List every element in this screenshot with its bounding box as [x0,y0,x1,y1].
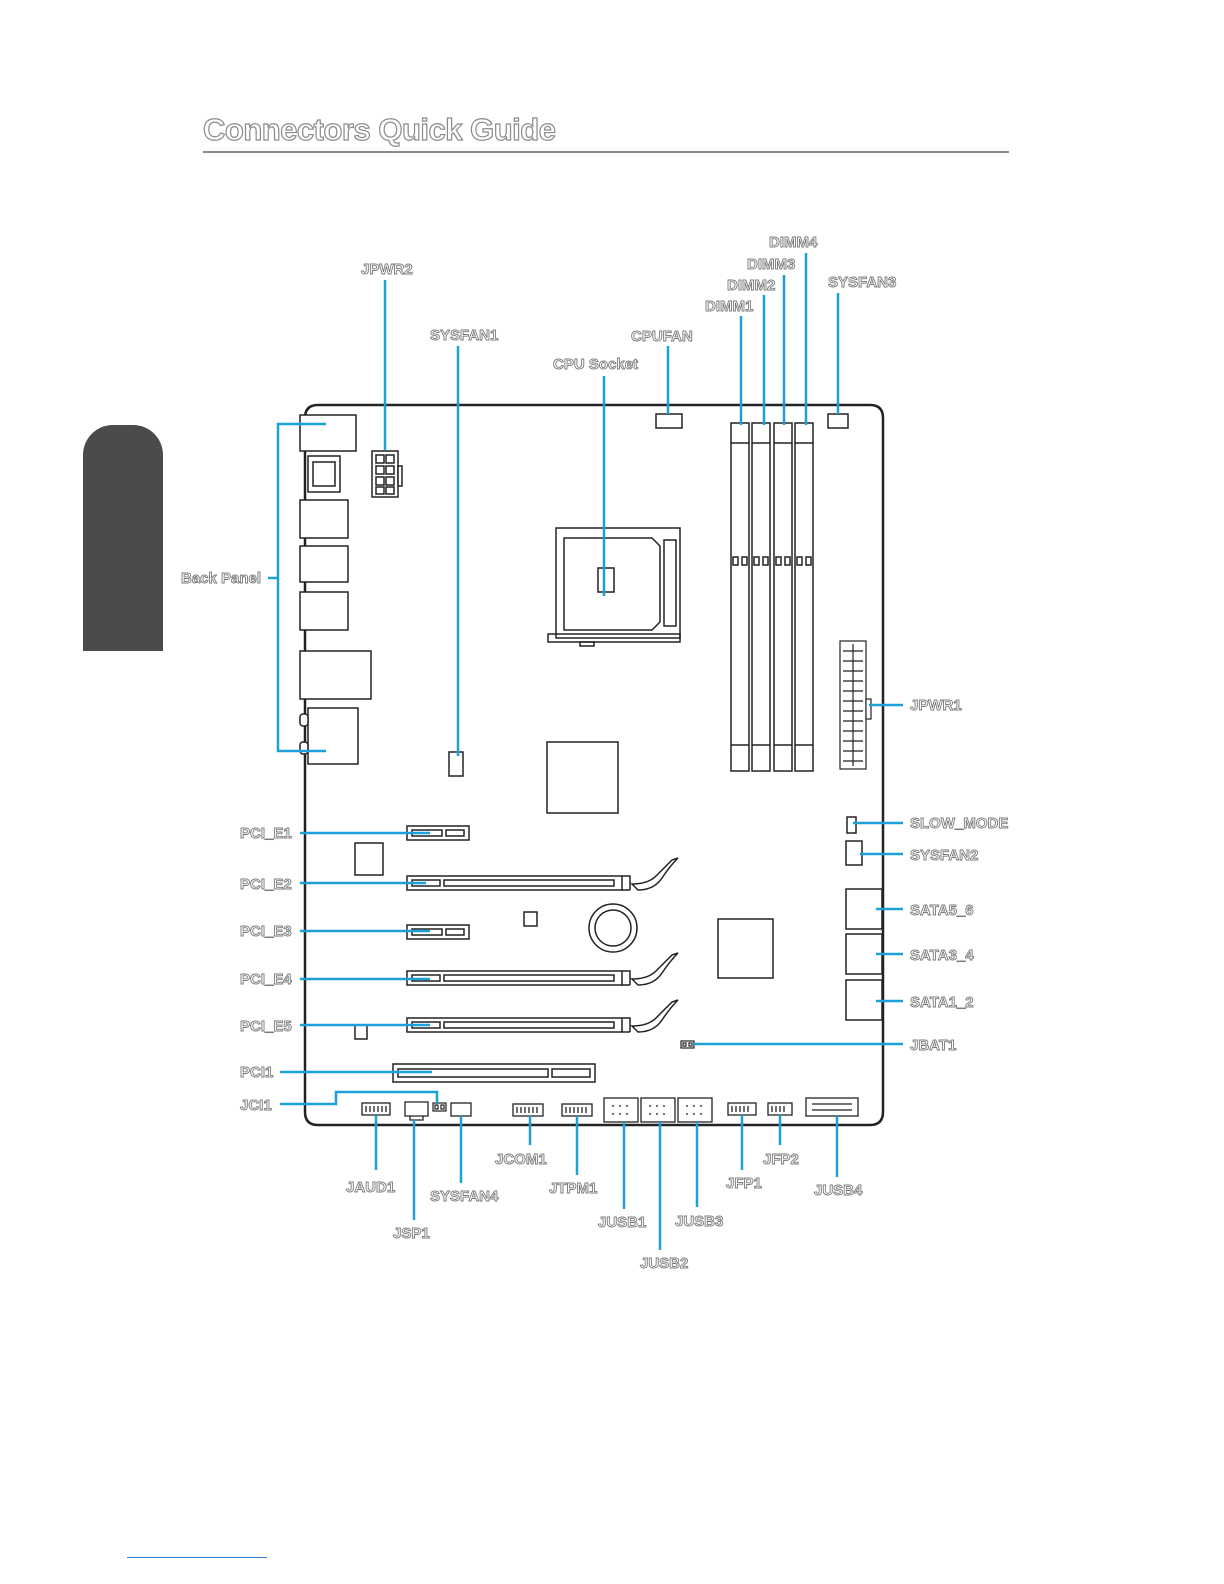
cpu-socket-shape [548,528,680,646]
label-sata5-6: SATA5_6 [910,902,974,919]
label-dimm2: DIMM2 [727,277,775,294]
label-sata3-4: SATA3_4 [910,947,974,964]
jpwr2-connector [372,451,402,497]
label-cpu-socket: CPU Socket [553,356,638,373]
label-jbat1: JBAT1 [910,1037,956,1054]
label-pci-e2: PCI_E2 [240,876,292,893]
label-jusb4: JUSB4 [814,1182,863,1199]
expansion-slots [393,826,678,1082]
label-jcom1: JCOM1 [495,1151,547,1168]
jpwr1-connector [840,641,871,769]
label-jfp2: JFP2 [763,1151,799,1168]
label-pci-e5: PCI_E5 [240,1018,292,1035]
back-panel-ports [300,415,371,764]
label-slow-mode: SLOW_MODE [910,815,1008,832]
label-pci-e3: PCI_E3 [240,923,292,940]
label-jpwr2: JPWR2 [361,261,413,278]
label-jpwr1: JPWR1 [910,697,962,714]
label-cpufan: CPUFAN [631,328,693,345]
label-pci1: PCI1 [240,1064,273,1081]
label-jaud1: JAUD1 [346,1179,395,1196]
label-sysfan4: SYSFAN4 [430,1188,499,1205]
label-jtpm1: JTPM1 [549,1180,597,1197]
label-jusb2: JUSB2 [640,1255,688,1272]
label-sysfan3: SYSFAN3 [828,274,896,291]
label-jci1: JCI1 [240,1097,272,1114]
label-sysfan1: SYSFAN1 [430,327,498,344]
label-sata1-2: SATA1_2 [910,994,974,1011]
label-jsp1: JSP1 [393,1225,430,1242]
dimm-slots [731,423,813,771]
label-pci-e4: PCI_E4 [240,971,292,988]
label-sysfan2: SYSFAN2 [910,847,978,864]
label-jusb3: JUSB3 [675,1213,723,1230]
label-pci-e1: PCI_E1 [240,825,292,842]
label-dimm4: DIMM4 [769,234,818,251]
label-dimm1: DIMM1 [705,298,753,315]
label-jusb1: JUSB1 [598,1214,646,1231]
label-back-panel: Back Panel [181,570,261,587]
label-jfp1: JFP1 [726,1175,762,1192]
label-dimm3: DIMM3 [747,256,795,273]
